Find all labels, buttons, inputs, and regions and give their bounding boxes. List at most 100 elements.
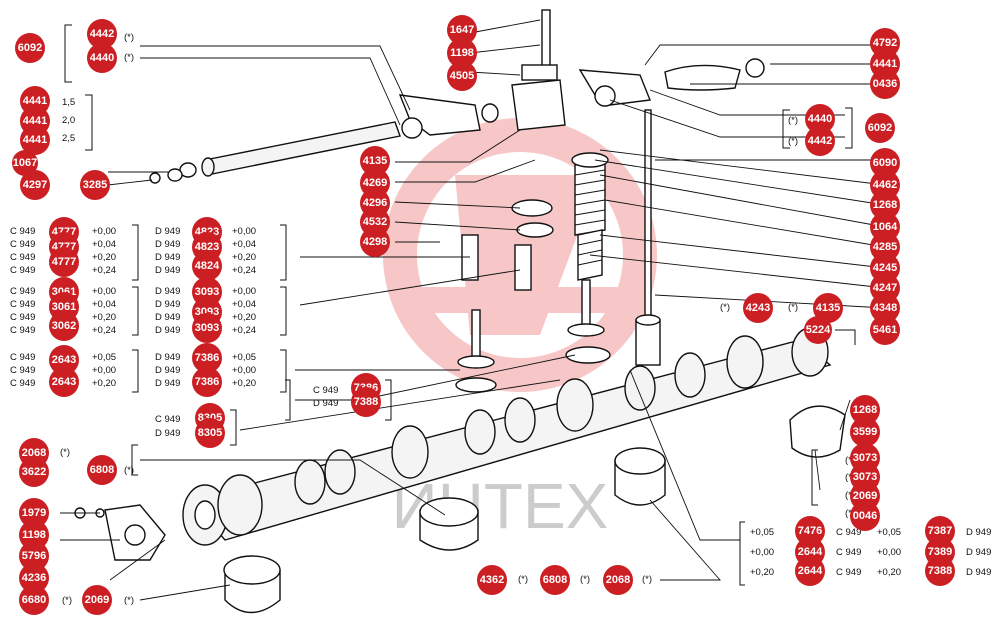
table-value: +0,20 bbox=[232, 312, 256, 323]
svg-text:4348: 4348 bbox=[873, 302, 897, 314]
svg-text:6092: 6092 bbox=[18, 42, 42, 54]
callout-badge[interactable]: 5461 bbox=[870, 315, 900, 345]
callout-badge[interactable]: 1979 bbox=[19, 498, 49, 528]
svg-text:6808: 6808 bbox=[543, 574, 567, 586]
callout-badge[interactable]: 1647 bbox=[447, 15, 477, 45]
callout-badge[interactable]: 4505 bbox=[447, 61, 477, 91]
svg-text:1067: 1067 bbox=[13, 157, 37, 169]
svg-text:3061: 3061 bbox=[52, 301, 76, 313]
callout-badge[interactable]: 7386 bbox=[192, 343, 222, 373]
callout-badge[interactable]: 4297 bbox=[20, 170, 50, 200]
callout-badge[interactable]: 1198 bbox=[447, 38, 477, 68]
svg-text:4823: 4823 bbox=[195, 241, 219, 253]
callout-badge[interactable]: 3622 bbox=[19, 457, 49, 487]
table-value: +0,20 bbox=[877, 567, 901, 578]
callout-badge[interactable]: 3062 bbox=[49, 311, 79, 341]
svg-text:0046: 0046 bbox=[853, 510, 877, 522]
valve-code-d: D 949 bbox=[313, 398, 338, 409]
table-value: +0,00 bbox=[877, 547, 901, 558]
size-label: 2,0 bbox=[62, 115, 75, 126]
valve-intake bbox=[455, 309, 497, 393]
svg-text:7388: 7388 bbox=[928, 565, 952, 577]
callout-badge[interactable]: 3599 bbox=[850, 417, 880, 447]
callout-badge[interactable]: 0046 bbox=[850, 501, 880, 531]
callout-badge[interactable]: 6092 bbox=[865, 113, 895, 143]
table-code: D 949 bbox=[155, 365, 180, 376]
table-code: D 949 bbox=[155, 286, 180, 297]
table-value: +0,04 bbox=[232, 299, 256, 310]
callout-badge[interactable]: 4298 bbox=[360, 227, 390, 257]
callout-badge[interactable]: 0436 bbox=[870, 69, 900, 99]
callout-badge[interactable]: 6090 bbox=[870, 148, 900, 178]
callout-badge[interactable]: 5224 bbox=[804, 316, 832, 344]
table-value: +0,00 bbox=[92, 226, 116, 237]
callout-badge[interactable]: 6808 bbox=[540, 565, 570, 595]
svg-text:3073: 3073 bbox=[853, 452, 877, 464]
leader-lines bbox=[60, 19, 886, 601]
callout-badge[interactable]: 4285 bbox=[870, 232, 900, 262]
table-code: D 949 bbox=[155, 352, 180, 363]
callout-badge[interactable]: 1268 bbox=[870, 190, 900, 220]
table-value: +0,20 bbox=[92, 312, 116, 323]
rocker-arm-left bbox=[398, 94, 499, 139]
callout-badge[interactable]: 4777 bbox=[49, 247, 79, 277]
callout-badge[interactable]: 6808 bbox=[87, 455, 117, 485]
callout-badges: 4442 4440 6092 1647 1198 4505 4792 4441 … bbox=[12, 15, 955, 615]
callout-badge[interactable]: 6092 bbox=[15, 33, 45, 63]
callout-badge[interactable]: 2643 bbox=[49, 367, 79, 397]
table-code: D 949 bbox=[155, 226, 180, 237]
callout-badge[interactable]: 7388 bbox=[351, 387, 381, 417]
svg-text:3073: 3073 bbox=[853, 471, 877, 483]
callout-badge[interactable]: 7387 bbox=[925, 516, 955, 546]
svg-text:4442: 4442 bbox=[808, 135, 832, 147]
callout-badge[interactable]: 4824 bbox=[192, 251, 222, 281]
svg-text:4269: 4269 bbox=[363, 177, 387, 189]
svg-text:5224: 5224 bbox=[806, 324, 831, 336]
table-code: D 949 bbox=[155, 265, 180, 276]
svg-text:6808: 6808 bbox=[90, 464, 114, 476]
callout-badge[interactable]: 2644 bbox=[795, 556, 825, 586]
svg-text:3599: 3599 bbox=[853, 426, 877, 438]
callout-badge[interactable]: 4792 bbox=[870, 28, 900, 58]
star-label: (*) bbox=[845, 508, 855, 519]
callout-badge[interactable]: 4348 bbox=[870, 293, 900, 323]
callout-badge[interactable]: 2069 bbox=[82, 585, 112, 615]
svg-text:5796: 5796 bbox=[22, 550, 46, 562]
table-value: +0,05 bbox=[92, 352, 116, 363]
svg-text:2069: 2069 bbox=[853, 490, 877, 502]
table-code: C 949 bbox=[10, 299, 35, 310]
callout-badge[interactable]: 3093 bbox=[192, 313, 222, 343]
callout-badge[interactable]: 7388 bbox=[925, 556, 955, 586]
callout-badge[interactable]: 4440 bbox=[805, 104, 835, 134]
table-value: +0,05 bbox=[877, 527, 901, 538]
callout-badge[interactable]: 4243 bbox=[743, 293, 773, 323]
star-label: (*) bbox=[124, 32, 134, 43]
callout-badge[interactable]: 2068 bbox=[603, 565, 633, 595]
callout-badge[interactable]: 1268 bbox=[850, 395, 880, 425]
callout-badge[interactable]: 4440 bbox=[87, 43, 117, 73]
svg-text:1198: 1198 bbox=[450, 47, 474, 59]
callout-badge[interactable]: 5796 bbox=[19, 541, 49, 571]
svg-text:4441: 4441 bbox=[23, 95, 47, 107]
table-code: C 949 bbox=[10, 325, 35, 336]
table-value: +0,00 bbox=[232, 226, 256, 237]
callout-badge[interactable]: 4442 bbox=[87, 19, 117, 49]
callout-badge[interactable]: 1067 bbox=[12, 150, 38, 176]
callout-badge[interactable]: 4362 bbox=[477, 565, 507, 595]
callout-badge[interactable]: 3285 bbox=[80, 170, 110, 200]
callout-badge[interactable]: 8305 bbox=[195, 418, 225, 448]
callout-badge[interactable]: 7386 bbox=[192, 367, 222, 397]
callout-badge[interactable]: 4135 bbox=[360, 146, 390, 176]
callout-badge[interactable]: 4441 bbox=[20, 125, 50, 155]
callout-badge[interactable]: 1198 bbox=[19, 520, 49, 550]
table-code: D 949 bbox=[155, 312, 180, 323]
callout-badge[interactable]: 6680 bbox=[19, 585, 49, 615]
callout-badge[interactable]: 4236 bbox=[19, 563, 49, 593]
svg-text:7387: 7387 bbox=[928, 525, 952, 537]
callout-badge[interactable]: 2643 bbox=[49, 345, 79, 375]
callout-badge[interactable]: 7476 bbox=[795, 516, 825, 546]
callout-badge[interactable]: 4442 bbox=[805, 126, 835, 156]
callout-badge[interactable]: 4135 bbox=[813, 293, 843, 323]
